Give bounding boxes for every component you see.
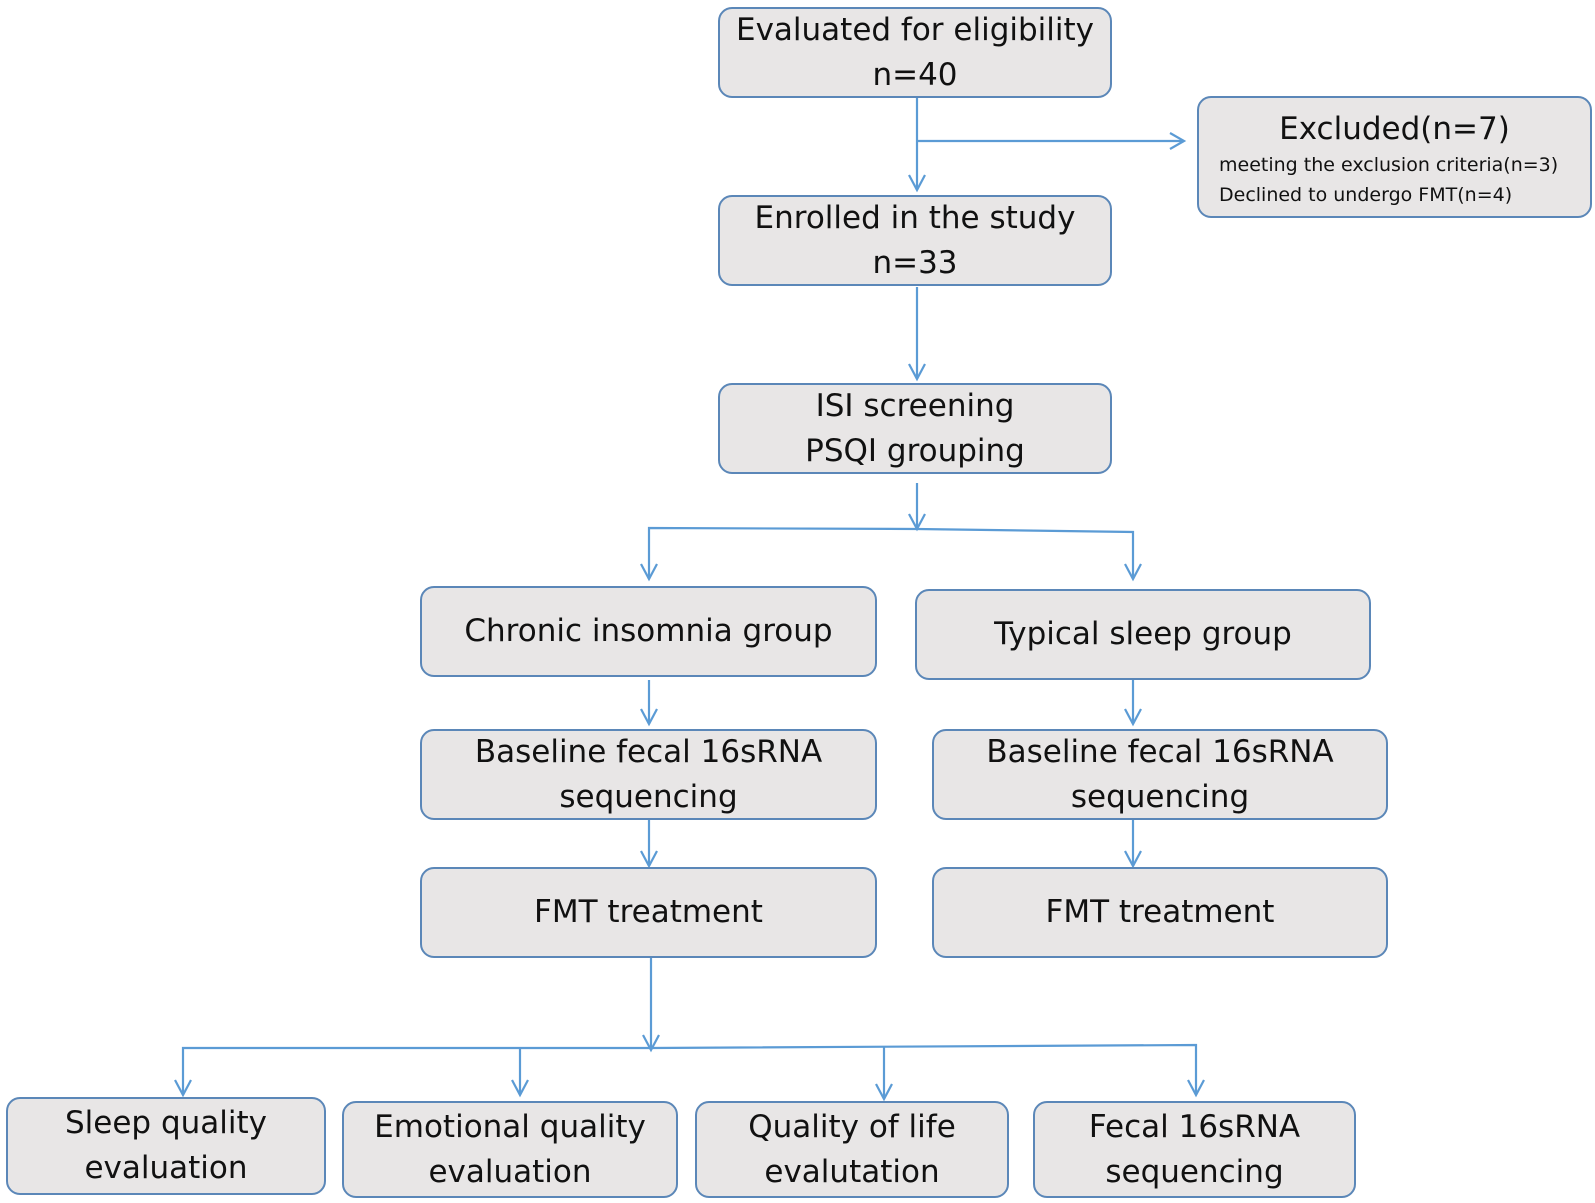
outcome-quality-of-life-line2: evalutation	[764, 1153, 940, 1190]
connector-outcomes-horizontal	[181, 1043, 1198, 1095]
arrowhead-outcome-emotional	[511, 1079, 529, 1098]
excluded-title: Excluded(n=7)	[1279, 111, 1510, 147]
arrowhead-excluded	[1169, 132, 1187, 150]
typical-treatment-label: FMT treatment	[1045, 894, 1275, 930]
eligibility-count: n=40	[872, 56, 958, 93]
outcome-quality-of-life-box: Quality of life evalutation	[695, 1101, 1009, 1198]
excluded-box: Excluded(n=7) meeting the exclusion crit…	[1197, 96, 1592, 218]
outcome-sleep-quality-box: Sleep quality evaluation	[6, 1097, 326, 1195]
outcome-emotional-quality-line2: evaluation	[428, 1153, 592, 1190]
outcome-emotional-quality-box: Emotional quality evaluation	[342, 1101, 678, 1198]
enrolled-label: Enrolled in the study	[754, 199, 1076, 236]
arrowhead-insomnia-treatment	[640, 850, 658, 869]
insomnia-treatment-box: FMT treatment	[420, 867, 877, 958]
insomnia-treatment-label: FMT treatment	[534, 894, 763, 930]
enrolled-box: Enrolled in the study n=33	[718, 195, 1112, 286]
typical-baseline-line2: sequencing	[1070, 778, 1250, 815]
outcome-emotional-quality-line1: Emotional quality	[374, 1108, 646, 1145]
eligibility-box: Evaluated for eligibility n=40	[718, 7, 1112, 98]
outcome-sleep-quality-line2: evaluation	[84, 1150, 248, 1186]
excluded-reason-criteria: meeting the exclusion criteria(n=3)	[1219, 154, 1559, 176]
outcome-fecal-sequencing-box: Fecal 16sRNA sequencing	[1033, 1101, 1356, 1198]
insomnia-group-label: Chronic insomnia group	[464, 613, 833, 649]
arrowhead-typical-baseline	[1124, 708, 1142, 727]
typical-group-label: Typical sleep group	[994, 616, 1292, 652]
insomnia-baseline-box: Baseline fecal 16sRNA sequencing	[420, 729, 877, 820]
arrowhead-outcome-life	[875, 1083, 893, 1102]
arrowhead-outcome-fecal	[1187, 1079, 1205, 1098]
outcome-fecal-sequencing-line2: sequencing	[1105, 1153, 1284, 1190]
insomnia-baseline-line2: sequencing	[559, 778, 738, 815]
connector-split-horizontal	[647, 526, 1135, 579]
typical-group-box: Typical sleep group	[915, 589, 1371, 680]
arrowhead-screening	[908, 363, 926, 382]
arrowhead-insomnia-baseline	[640, 708, 658, 727]
arrowhead-typical-treatment	[1124, 850, 1142, 869]
screening-box: ISI screening PSQI grouping	[718, 383, 1112, 474]
typical-baseline-box: Baseline fecal 16sRNA sequencing	[932, 729, 1388, 820]
eligibility-label: Evaluated for eligibility	[735, 11, 1095, 48]
psqi-grouping-label: PSQI grouping	[805, 432, 1025, 469]
arrowhead-enrolled	[908, 174, 926, 193]
typical-baseline-line1: Baseline fecal 16sRNA	[986, 733, 1334, 770]
insomnia-baseline-line1: Baseline fecal 16sRNA	[474, 733, 823, 770]
enrolled-count: n=33	[872, 244, 958, 281]
arrowhead-typical-group	[1124, 563, 1142, 582]
outcome-quality-of-life-line1: Quality of life	[748, 1108, 956, 1145]
arrowhead-insomnia-group	[640, 563, 658, 582]
arrowhead-outcomes-split	[642, 1034, 660, 1053]
outcome-fecal-sequencing-line1: Fecal 16sRNA	[1088, 1108, 1301, 1145]
outcome-sleep-quality-line1: Sleep quality	[64, 1105, 267, 1141]
insomnia-group-box: Chronic insomnia group	[420, 586, 877, 677]
arrowhead-outcome-sleep	[174, 1079, 192, 1098]
excluded-reason-declined: Declined to undergo FMT(n=4)	[1219, 184, 1513, 206]
isi-screening-label: ISI screening	[815, 387, 1015, 424]
typical-treatment-box: FMT treatment	[932, 867, 1388, 958]
